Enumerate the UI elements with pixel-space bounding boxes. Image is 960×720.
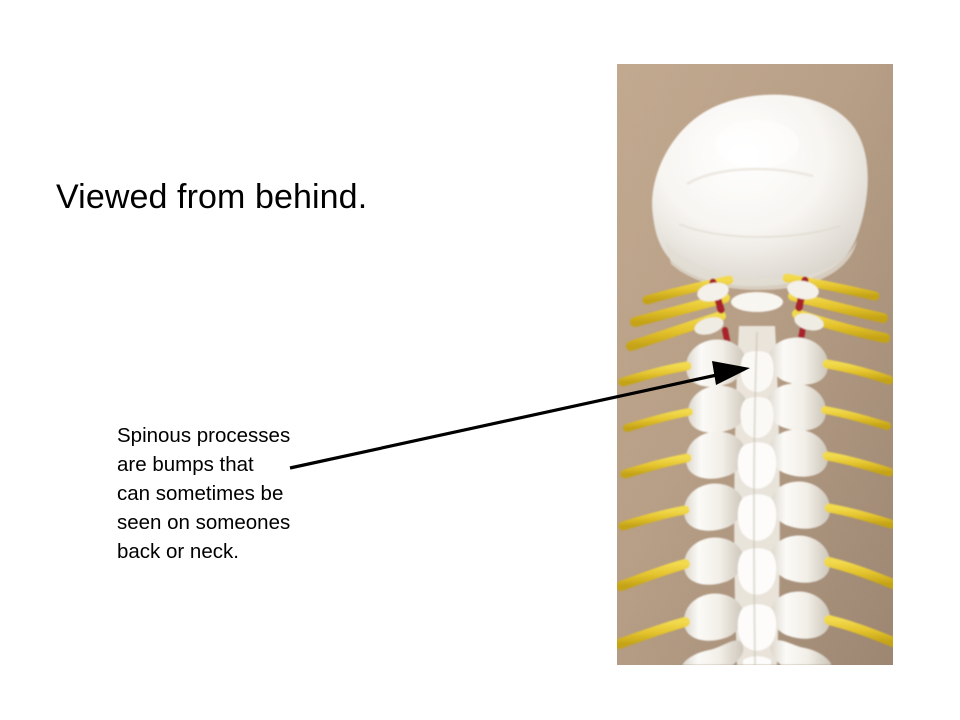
spine-illustration — [617, 64, 893, 665]
spine-model-photograph — [617, 64, 893, 665]
caption-line: back or neck. — [117, 540, 239, 563]
caption-line: seen on someones — [117, 511, 291, 534]
caption-line: are bumps that — [117, 453, 254, 476]
caption-line: can sometimes be — [117, 482, 284, 505]
caption-line: Spinous processes — [117, 424, 291, 447]
page-title: Viewed from behind. — [56, 178, 368, 216]
caption-text-block: Spinous processes are bumps that can som… — [117, 421, 317, 566]
